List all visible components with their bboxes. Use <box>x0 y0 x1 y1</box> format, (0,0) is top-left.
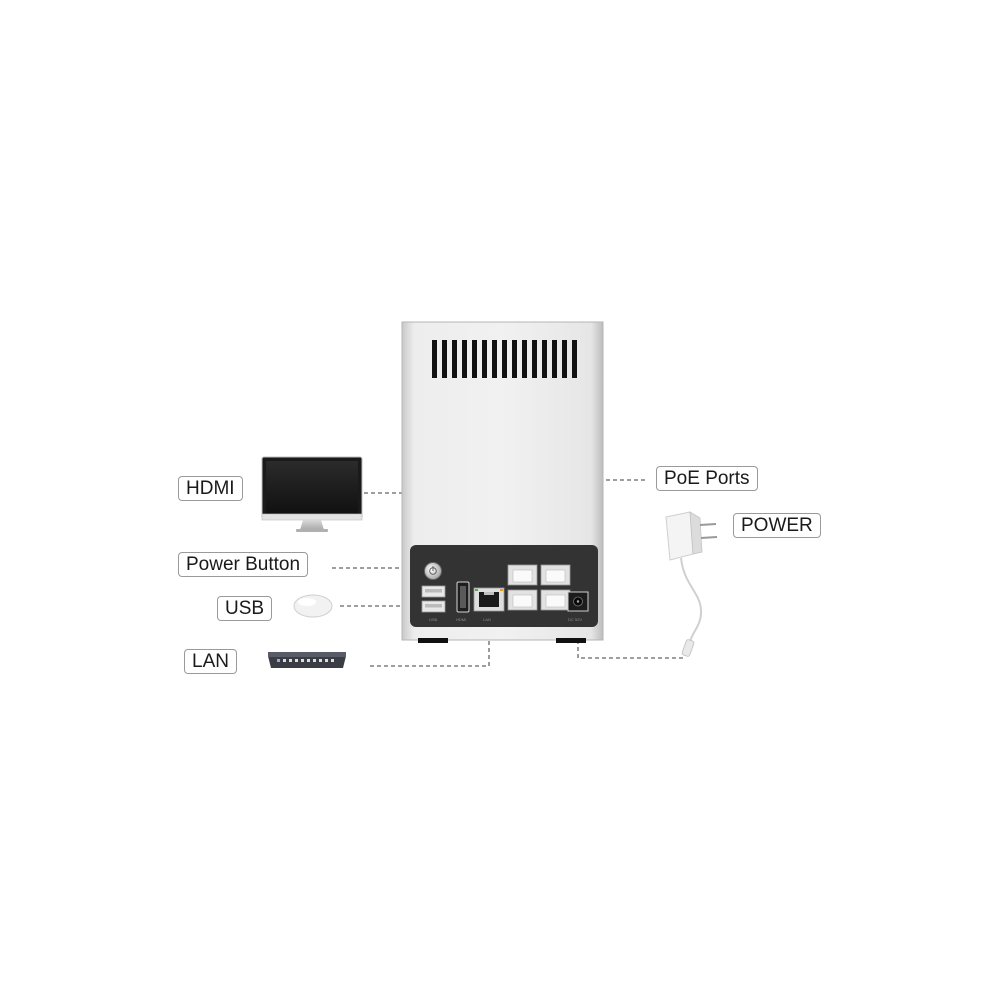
power-button[interactable] <box>424 562 442 580</box>
monitor-icon <box>261 456 363 532</box>
lan-label: LAN <box>184 649 237 674</box>
poe-ports-label: PoE Ports <box>656 466 758 491</box>
poe-ports[interactable] <box>507 564 571 611</box>
vent-grille <box>432 340 577 378</box>
device-foot-right <box>556 638 586 643</box>
network-switch-icon <box>268 652 346 668</box>
hdmi-label: HDMI <box>178 476 243 501</box>
hdmi-port[interactable] <box>456 581 470 613</box>
hdmi-port-text: HDMI <box>456 617 466 622</box>
power-label: POWER <box>733 513 821 538</box>
dc-port-text: DC 52V <box>568 617 582 622</box>
power-button-label: Power Button <box>178 552 309 577</box>
mouse-icon <box>293 594 333 618</box>
nvr-device: USB HDMI LAN <box>401 321 604 643</box>
lan-port[interactable] <box>473 587 505 612</box>
power-adapter-icon <box>665 511 718 657</box>
usb-ports[interactable] <box>421 585 446 613</box>
usb-label: USB <box>217 596 273 621</box>
usb-port-text: USB <box>429 617 438 622</box>
lan-port-text: LAN <box>483 617 491 622</box>
device-foot-left <box>418 638 448 643</box>
dc-power-jack[interactable] <box>567 591 589 612</box>
